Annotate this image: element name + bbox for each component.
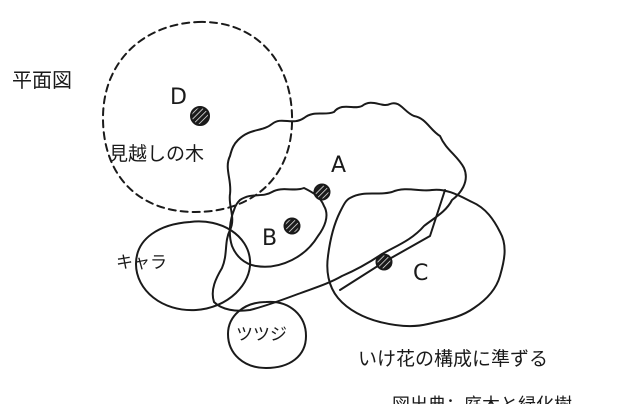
trunk-marker-c	[375, 253, 393, 271]
tree-a-canopy	[211, 101, 467, 312]
trunk-marker-a	[313, 183, 331, 201]
tree-d-canopy	[102, 20, 294, 213]
tree-b-canopy	[228, 187, 328, 268]
plan-view-heading: 平面図	[12, 68, 72, 92]
label-mikoshi-no-ki: 見越しの木	[109, 143, 204, 165]
kyara-canopy	[135, 220, 252, 312]
label-a: A	[331, 153, 346, 178]
label-ikebana-note: いけ花の構成に準ずる	[358, 348, 548, 370]
label-d: D	[170, 85, 187, 110]
trunk-marker-b	[283, 217, 301, 235]
label-c: C	[413, 261, 428, 286]
tsutsuji-canopy	[227, 300, 307, 369]
tree-c-branch-line	[339, 189, 446, 291]
figure-credit: 図出典：庭木と緑化樹	[392, 395, 572, 404]
label-kyara: キャラ	[116, 253, 167, 273]
trunk-marker-d	[190, 106, 210, 126]
label-tsutsuji: ツツジ	[236, 325, 287, 345]
tree-c-canopy	[326, 188, 506, 328]
label-b: B	[262, 226, 277, 251]
